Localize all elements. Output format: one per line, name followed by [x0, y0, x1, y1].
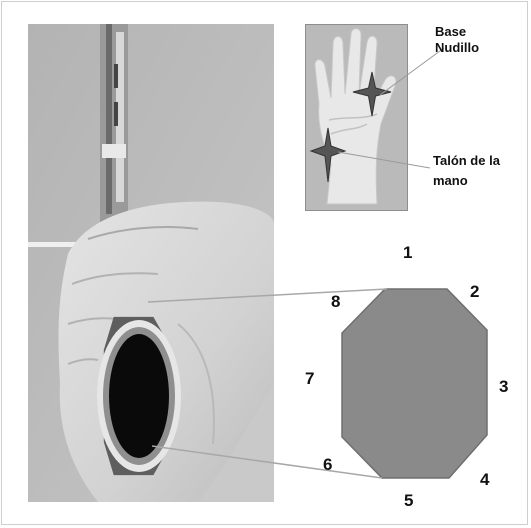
octagon-number-2: 2 [470, 283, 479, 301]
octagon-number-1: 1 [403, 244, 412, 262]
octagon-number-3: 3 [499, 378, 508, 396]
heel-label-line2: mano [433, 173, 468, 188]
octagon-number-4: 4 [480, 471, 489, 489]
knuckle-base-label-line2: Nudillo [435, 40, 479, 55]
heel-label-line1: Talón de la [433, 153, 500, 168]
hand-grip-photo [28, 24, 274, 502]
knuckle-base-label-line1: Base [435, 24, 466, 39]
palm-photo [305, 24, 408, 211]
octagon-number-7: 7 [305, 370, 314, 388]
octagon-number-6: 6 [323, 456, 332, 474]
octagon-number-8: 8 [331, 293, 340, 311]
octagon-number-5: 5 [404, 492, 413, 510]
